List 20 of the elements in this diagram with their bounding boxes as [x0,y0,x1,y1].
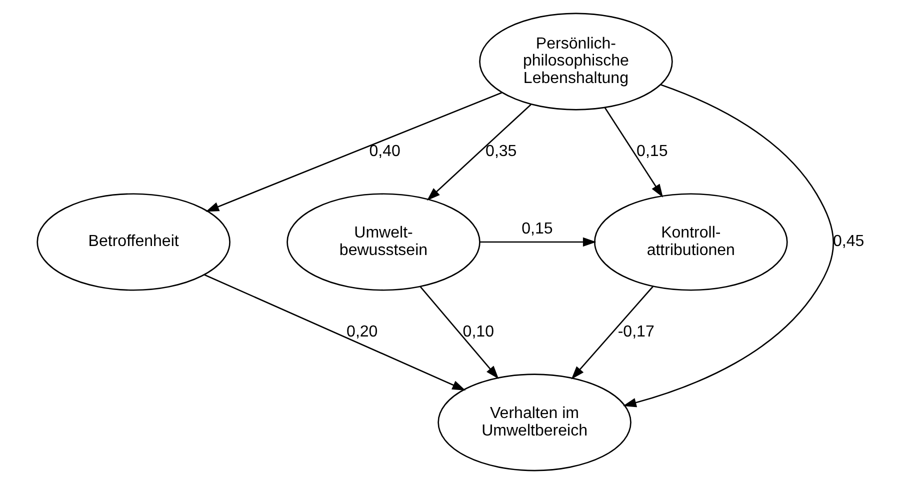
node-ellipse: Verhalten im Umweltbereich [437,374,631,472]
edge-label: 0,20 [346,322,378,340]
node-ellipse: Umwelt-bewusstsein [286,193,480,291]
arrow [479,237,596,247]
edge-label: -0,17 [617,322,654,340]
arrow [419,286,498,379]
edge-label: 0,15 [636,142,668,160]
node-ellipse: Kontroll-attributionen [594,193,788,291]
arrow [205,92,502,212]
node-ellipse: Betroffenheit [36,193,230,291]
arrow [204,274,466,391]
arrow [426,104,531,201]
node-ellipse: Persönlich-philosophische Lebenshaltung [478,12,672,110]
edge-label: 0,40 [368,142,400,160]
edge-label: 0,10 [462,322,494,340]
arrow [622,84,834,408]
edge-label: 0,15 [521,219,552,238]
edge-label: 0,35 [485,142,516,160]
arrow [570,286,654,380]
arrow [604,107,663,198]
